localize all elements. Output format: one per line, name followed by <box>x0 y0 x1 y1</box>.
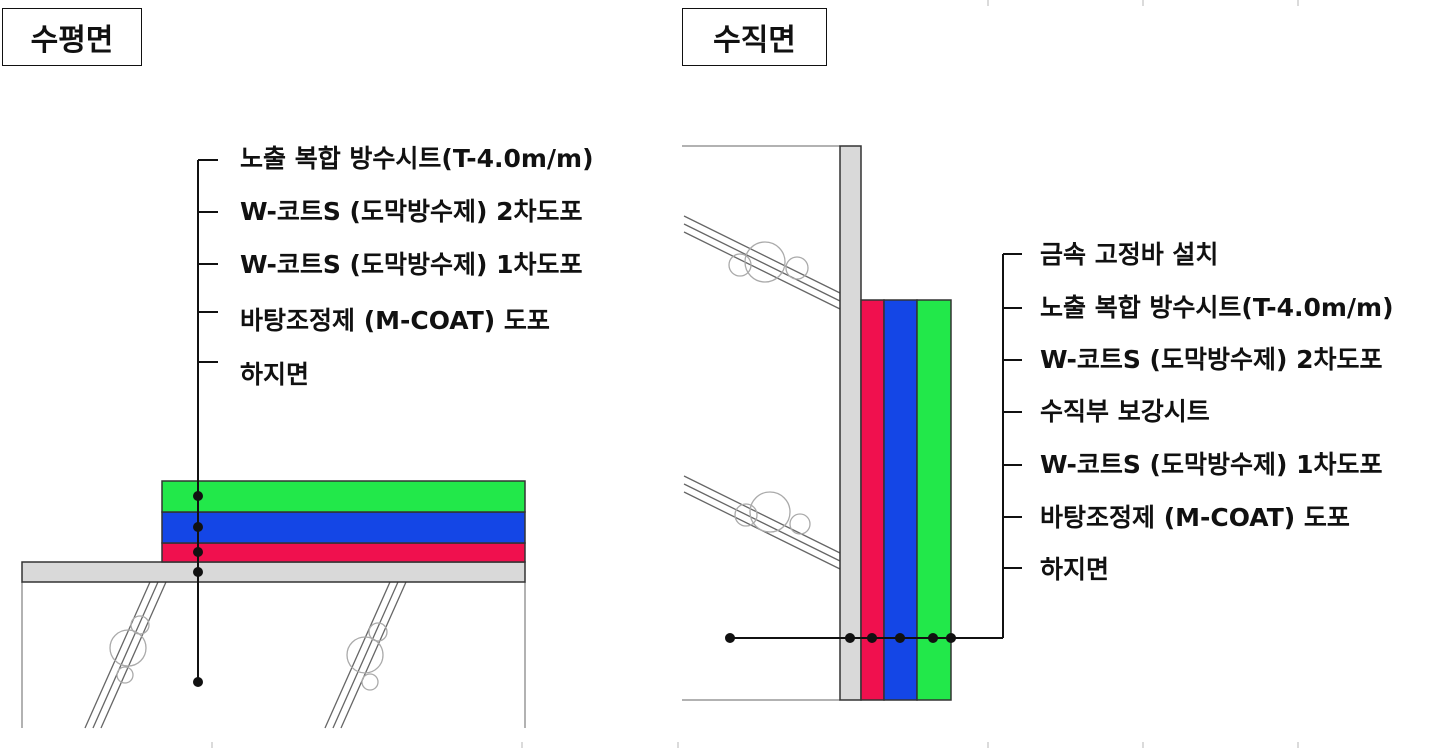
h-aggregate <box>109 615 388 691</box>
h-label-substrate: 하지면 <box>240 360 310 389</box>
h-coat2-layer <box>161 511 526 544</box>
h-leader <box>197 159 218 682</box>
h-label-sheet: 노출 복합 방수시트(T-4.0m/m) <box>240 144 594 173</box>
v-label-fixing-bar: 금속 고정바 설치 <box>1040 240 1219 269</box>
v-label-sheet: 노출 복합 방수시트(T-4.0m/m) <box>1040 293 1394 322</box>
v-label-coat2: W-코트S (도막방수제) 2차도포 <box>1040 345 1383 374</box>
v-label-substrate: 하지면 <box>1040 555 1110 584</box>
v-substrate-layer <box>839 145 862 701</box>
h-label-coat2: W-코트S (도막방수제) 2차도포 <box>240 197 583 226</box>
h-label-coat1: W-코트S (도막방수제) 1차도포 <box>240 250 583 279</box>
v-hatch <box>683 215 841 570</box>
v-leader <box>730 253 1022 639</box>
v-label-reinforce-sheet: 수직부 보강시트 <box>1040 397 1210 426</box>
vertical-section <box>682 145 1022 701</box>
h-substrate-layer <box>21 561 526 583</box>
v-label-coat1: W-코트S (도막방수제) 1차도포 <box>1040 450 1383 479</box>
v-aggregate <box>728 241 811 535</box>
h-sheet-layer <box>161 480 526 513</box>
horizontal-section <box>21 159 526 729</box>
h-coat1-layer <box>161 542 526 563</box>
horizontal-title: 수평면 <box>2 8 142 66</box>
vertical-title: 수직면 <box>682 8 827 66</box>
v-leader-dots <box>725 633 956 643</box>
h-hatch <box>84 581 407 729</box>
base-ticks <box>211 0 1299 748</box>
v-label-primer: 바탕조정제 (M-COAT) 도포 <box>1040 503 1350 532</box>
h-leader-dots <box>193 491 203 687</box>
h-label-primer: 바탕조정제 (M-COAT) 도포 <box>240 306 550 335</box>
